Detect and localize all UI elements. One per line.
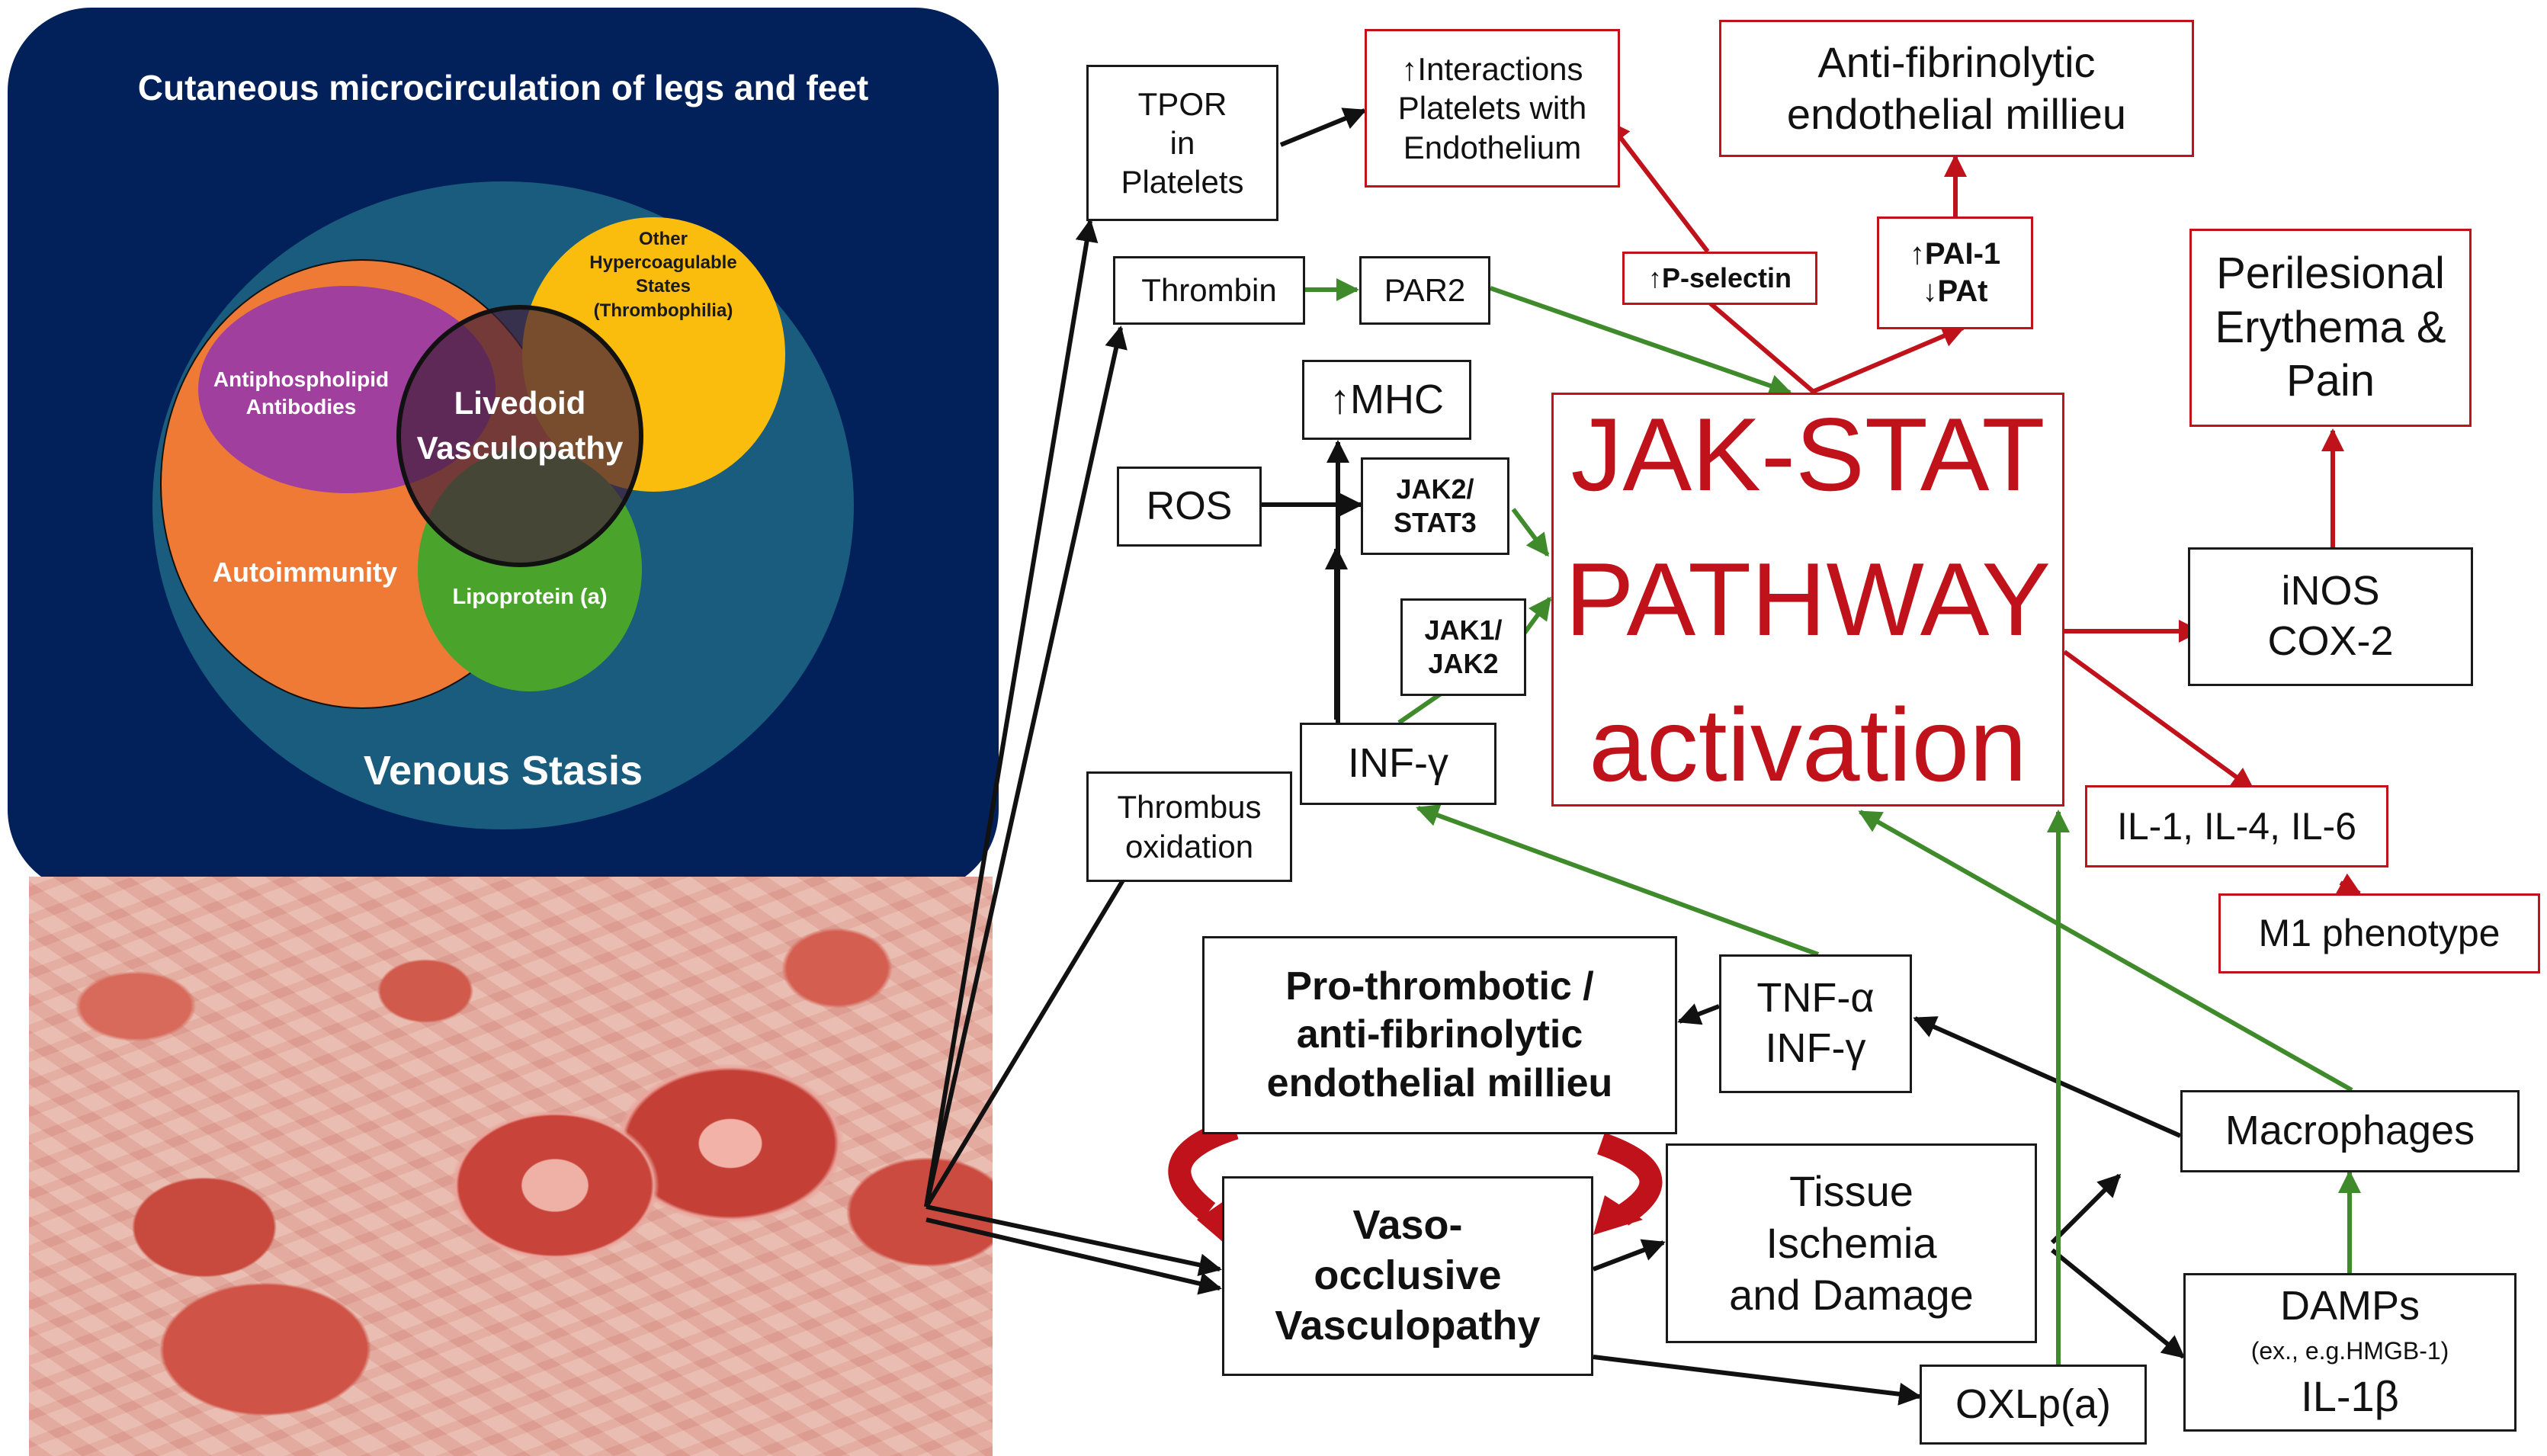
arrow-pselectin-interactions [1606, 120, 1710, 253]
perilesional-box: Perilesional Erythema & Pain [2189, 229, 2472, 427]
arrow-il-m1 [2336, 873, 2362, 896]
livedoid-label: Livedoid Vasculopathy [416, 385, 624, 466]
antifibrinolytic-top-box: Anti-fibrinolytic endothelial millieu [1719, 20, 2194, 157]
thrombin-box: Thrombin [1113, 256, 1305, 325]
livedoid-circle [396, 305, 643, 567]
arrow-vaso-tissue [1592, 1239, 1666, 1272]
arrow-to-tpor [924, 219, 1099, 1207]
macrophages-box: Macrophages [2180, 1090, 2520, 1172]
arrow-tissue-macrophages [2050, 1173, 2122, 1245]
interactions-box: ↑Interactions Platelets with Endothelium [1365, 29, 1620, 188]
thrombus-oxidation-box: Thrombus oxidation [1086, 771, 1292, 882]
ros-box: ROS [1117, 467, 1262, 547]
arrow-macrophages-jakstat [1858, 810, 2353, 1092]
lipoprotein-label: Lipoprotein (a) [452, 585, 608, 609]
tnf-infg-box: TNF-α INF-γ [1719, 954, 1912, 1093]
pselectin-box: ↑P-selectin [1622, 252, 1817, 305]
par2-box: PAR2 [1359, 256, 1490, 325]
antiphospholipid-label: Antiphospholipid Antibodies [213, 367, 390, 419]
jak-stat-box: JAK-STAT PATHWAY activation [1551, 393, 2064, 807]
il1b-label: IL-1β [2301, 1372, 2399, 1421]
arrow-vaso-oxlpa [1593, 1355, 1922, 1406]
arrow-par2-jakstat [1490, 286, 1792, 397]
autoimmunity-label: Autoimmunity [213, 556, 397, 588]
jak2-stat3-box: JAK2/ STAT3 [1361, 457, 1509, 555]
arrow-tnf-prothrombotic [1677, 1003, 1721, 1025]
interleukins-box: IL-1, IL-4, IL-6 [2085, 785, 2388, 868]
arrow-to-thrombus [924, 844, 1146, 1208]
venn-panel: Cutaneous microcirculation of legs and f… [8, 8, 999, 893]
arrow-to-thrombin [924, 326, 1128, 1207]
cycle-arrow-right-head [1593, 1195, 1643, 1235]
arrow-jak1jak2-jakstat [1522, 596, 1552, 634]
m1-phenotype-box: M1 phenotype [2218, 893, 2540, 973]
prothrombotic-box: Pro-thrombotic / anti-fibrinolytic endot… [1202, 936, 1677, 1134]
damps-box: DAMPs (ex., e.g.HMGB-1) IL-1β [2183, 1273, 2517, 1432]
line-jakstat-pselectin [1706, 299, 1816, 395]
arrow-jakstat-il [2063, 649, 2255, 791]
histology-image [29, 877, 993, 1456]
cycle-arrow-right [1596, 1132, 1663, 1226]
arrow-tnf-infg [1416, 804, 1820, 957]
tissue-ischemia-box: Tissue Ischemia and Damage [1666, 1143, 2037, 1343]
arrow-to-vaso-2 [925, 1217, 1222, 1295]
arrow-tpor-interactions [1279, 107, 1367, 147]
arrow-tissue-damps [2051, 1248, 2186, 1359]
infg-box: INF-γ [1300, 723, 1496, 805]
damps-example: (ex., e.g.HMGB-1) [2250, 1337, 2449, 1365]
damps-label: DAMPs [2279, 1283, 2420, 1329]
inos-cox2-box: iNOS COX-2 [2188, 547, 2473, 686]
mhc-box: ↑MHC [1302, 360, 1471, 440]
line-infg-jak1jak2 [1397, 691, 1442, 725]
arrow-jakstat-pai [1809, 325, 1965, 395]
hypercoagulable-label: Other Hypercoagulable States (Thrombophi… [589, 229, 737, 321]
arrow-jak2stat3-jakstat [1511, 508, 1550, 557]
tpor-box: TPOR in Platelets [1086, 65, 1278, 221]
oxlpa-box: OXLp(a) [1920, 1365, 2147, 1445]
vaso-occlusive-box: Vaso- occlusive Vasculopathy [1222, 1176, 1593, 1376]
cycle-arrow-left [1168, 1117, 1239, 1221]
pai-box: ↑PAI-1 ↓PAt [1877, 216, 2033, 329]
arrow-macrophages-tnf [1913, 1016, 2182, 1138]
venn-title: Cutaneous microcirculation of legs and f… [137, 68, 869, 107]
venous-stasis-label: Venous Stasis [363, 748, 643, 794]
arrow-to-vaso-1 [925, 1204, 1222, 1277]
jak1-jak2-box: JAK1/ JAK2 [1400, 598, 1526, 696]
